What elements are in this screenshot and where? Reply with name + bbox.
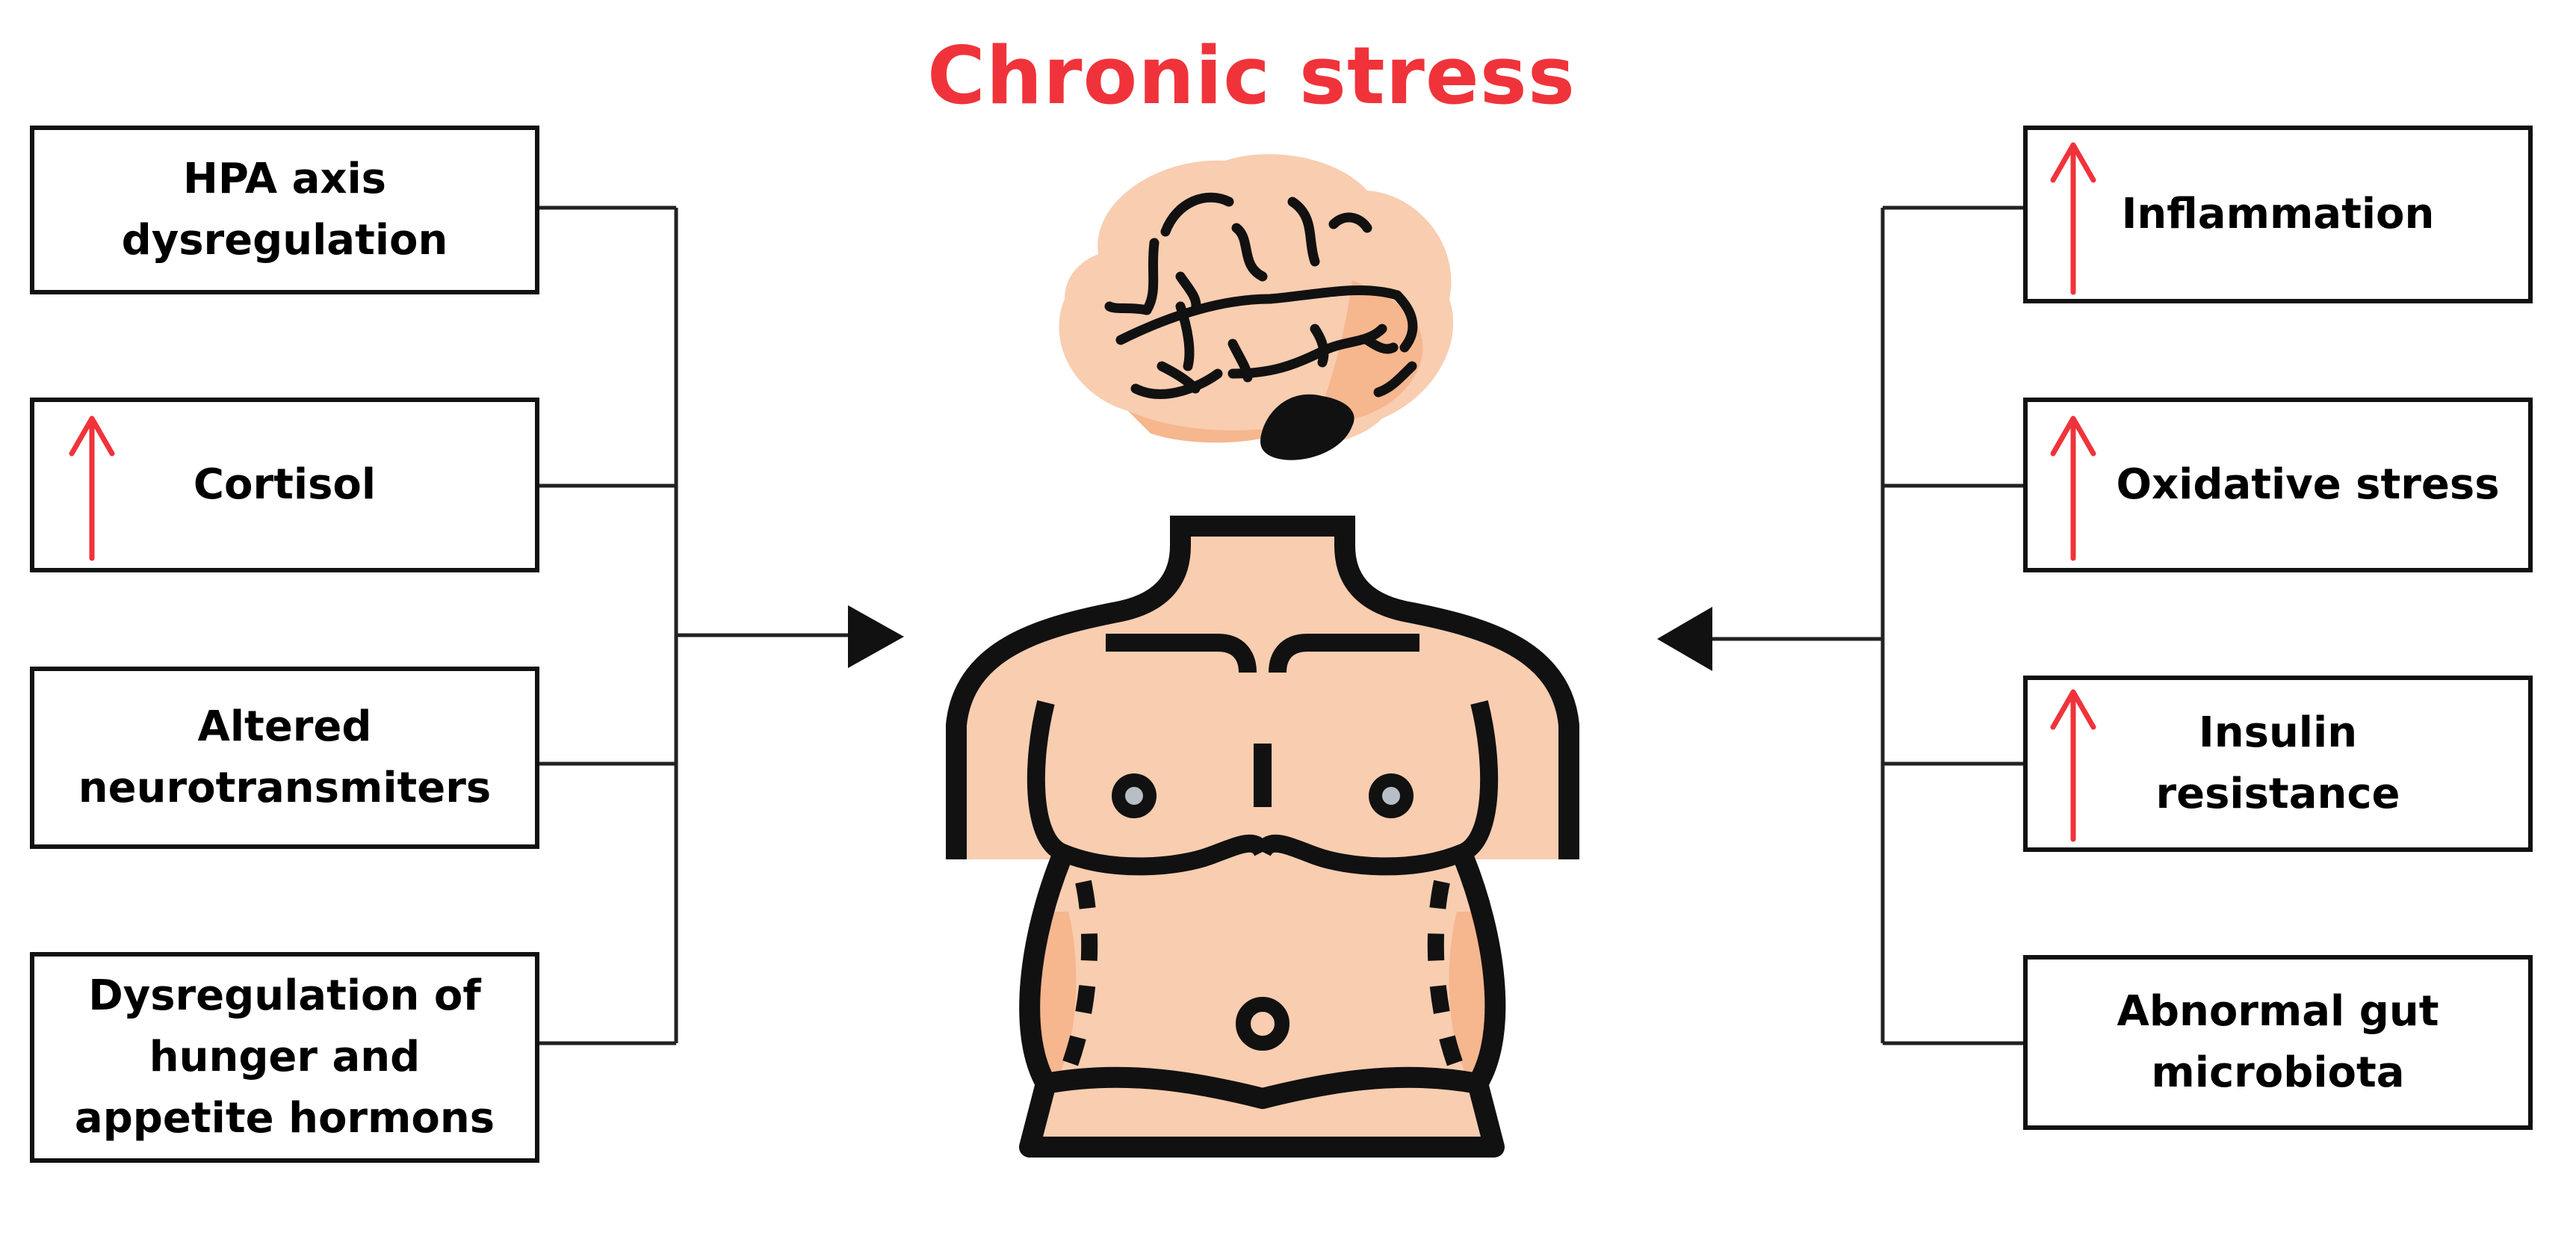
increase-arrow-icon bbox=[69, 415, 115, 561]
factor-label: Dysregulation of hunger and appetite hor… bbox=[74, 971, 495, 1143]
factor-box-inflammation: Inflammation bbox=[2023, 126, 2533, 303]
factor-box-oxidative-stress: Oxidative stress bbox=[2023, 398, 2533, 572]
increase-arrow-icon bbox=[2050, 689, 2096, 842]
right-arrowhead bbox=[1657, 607, 1712, 671]
factor-box-hunger-hormones: Dysregulation of hunger and appetite hor… bbox=[30, 952, 539, 1163]
factor-box-hpa-axis: HPA axis dysregulation bbox=[30, 126, 539, 294]
factor-label: HPA axis dysregulation bbox=[121, 155, 448, 265]
diagram-title: Chronic stress bbox=[926, 30, 1576, 122]
increase-arrow-icon bbox=[2050, 415, 2096, 561]
factor-label: Insulin resistance bbox=[2155, 708, 2400, 818]
factor-box-cortisol: Cortisol bbox=[30, 398, 539, 572]
factor-label: Cortisol bbox=[193, 460, 377, 509]
factor-label: Abnormal gut microbiota bbox=[2117, 987, 2439, 1097]
torso-icon bbox=[946, 516, 1579, 1158]
factor-box-insulin-resistance: Insulin resistance bbox=[2023, 676, 2533, 852]
increase-arrow-icon bbox=[2050, 142, 2096, 295]
factor-box-neurotransmitters: Altered neurotransmiters bbox=[30, 667, 539, 849]
left-arrowhead bbox=[848, 605, 904, 668]
factor-label: Altered neurotransmiters bbox=[78, 702, 492, 812]
brain-icon bbox=[1059, 154, 1454, 460]
factor-label: Oxidative stress bbox=[2116, 460, 2500, 509]
factor-label: Inflammation bbox=[2121, 190, 2435, 238]
factor-box-gut-microbiota: Abnormal gut microbiota bbox=[2023, 955, 2533, 1130]
